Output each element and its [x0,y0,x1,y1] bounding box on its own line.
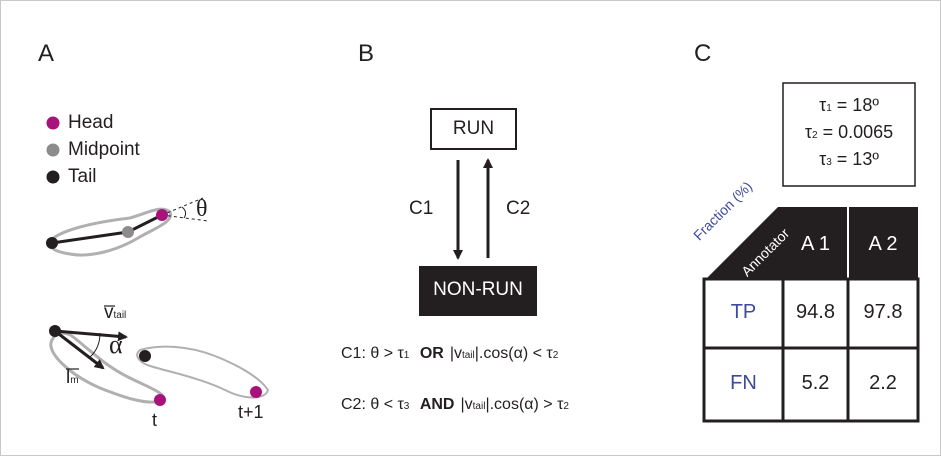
v-tail-subscript: tail [113,310,127,321]
time-t-label: t [152,410,158,430]
table-cell-tp-a2: 97.8 [863,301,903,323]
tail-dot-t [49,325,61,337]
table-row-label-tp: TP [730,301,757,323]
c2-middle: |.cos(α) > τ [485,396,564,413]
larva-body-outline [48,207,172,257]
tau3-sub: 3 [826,157,832,168]
table-body-frame [702,277,920,423]
condition-c1: C1: θ > τ1 OR |vtail|.cos(α) < τ2 [341,345,558,363]
c2-operator: AND [419,396,455,413]
legend-tail-label: Tail [68,166,97,187]
table-cell-tp-a1: 94.8 [796,301,835,323]
table-header-a2: A 2 [868,233,898,255]
midpoint-head-segment [127,213,163,234]
larva-motion-lower [49,305,270,406]
theta-label: θ [196,196,208,222]
theta-arc [181,206,187,219]
l-m-subscript: m [70,375,79,386]
tau1-value: = 18º [836,95,879,115]
tau1-line: τ1 = 18º [783,95,915,116]
tau3-value: = 13º [836,149,879,169]
tail-dot-t1 [139,350,151,362]
tau1-sub: 1 [826,103,832,114]
condition-c2: C2: θ < τ3 AND |vtail|.cos(α) > τ2 [341,396,569,414]
l-m-label: lm [66,367,79,389]
legend-head-dot [46,116,60,130]
body-axis-extension [161,214,209,222]
tau1-symbol: τ [819,95,827,115]
c2-v-sub: tail [472,401,486,412]
c2-tau-sub: 3 [403,401,410,412]
c2-prefix: C2: θ < τ [341,396,404,413]
table-header-a1: A 1 [801,233,830,255]
run-state-label: RUN [452,118,495,139]
head-dot-t [154,394,166,406]
annotation-table [702,207,920,423]
tail-dot [46,237,58,249]
tau2-line: τ2 = 0.0065 [783,122,915,143]
time-t1-label: t+1 [238,402,264,422]
c1-middle: |.cos(α) < τ [474,345,553,362]
tau3-line: τ3 = 13º [783,149,915,170]
tau2-symbol: τ [804,122,812,142]
larva-body-outline-t [49,331,165,404]
v-tail-symbol: v [104,302,114,323]
v-tail-vector [54,329,128,342]
run-state-box [430,108,517,150]
panel-label-a: A [38,40,55,67]
c1-operator: OR [419,345,444,362]
table-cell-fn-a2: 2.2 [869,372,897,394]
c2-abs-open: |v [460,396,473,413]
l-m-symbol: l [66,367,71,388]
midpoint-dot [122,226,134,238]
state-machine [419,108,537,316]
l-m-vector [54,329,105,370]
larva-posture-upper [46,197,209,257]
c2-arrow-label: C2 [506,198,531,219]
threshold-box [782,82,916,187]
panel-label-b: B [358,40,375,67]
alpha-arc [89,332,101,358]
v-tail-label: vtail [104,302,126,324]
table-row-label-fn: FN [730,372,757,394]
tau3-symbol: τ [819,149,827,169]
tau2-sub: 2 [811,130,818,141]
c1-prefix: C1: θ > τ [341,345,404,362]
legend-head-label: Head [68,112,114,133]
c1-tau2-sub: 2 [552,350,559,361]
legend-midpoint-label: Midpoint [68,139,140,160]
legend-midpoint-dot [46,143,60,157]
c1-arrow-label: C1 [409,198,434,219]
alpha-label: α [109,330,123,359]
head-axis-extension [161,197,204,216]
c1-tau-sub: 1 [403,350,410,361]
head-dot [156,209,168,221]
c1-v-sub: tail [461,350,475,361]
panel-label-c: C [694,40,712,67]
tail-midpoint-segment [51,230,129,245]
c1-abs-open: |v [449,345,462,362]
legend-tail-dot [46,170,60,184]
c2-tau2-sub: 2 [563,401,569,412]
head-dot-t1 [250,386,262,398]
table-header-band [705,207,918,280]
nonrun-state-box [419,266,537,316]
table-cell-fn-a1: 5.2 [801,372,830,394]
nonrun-state-label: NON-RUN [433,279,523,300]
tau2-value: = 0.0065 [822,122,894,142]
